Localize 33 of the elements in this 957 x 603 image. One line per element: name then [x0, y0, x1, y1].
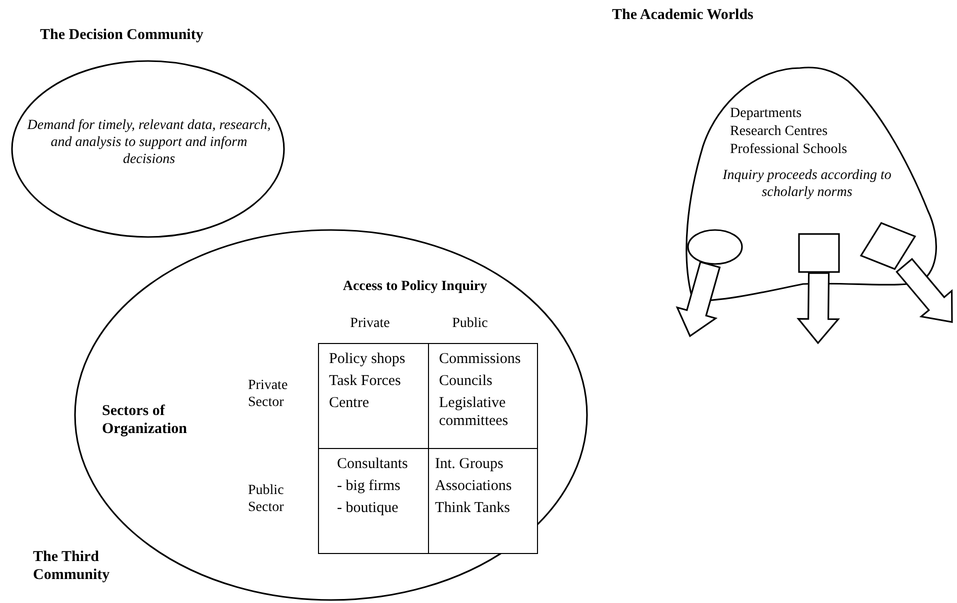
cell-text: Centre [329, 394, 370, 412]
block-arrow [676, 261, 721, 338]
axis-heading: Private Sector [248, 378, 289, 412]
table-cell [318, 448, 429, 554]
cell-text: Policy shops [329, 350, 406, 368]
heading: The Academic Worlds [612, 6, 754, 24]
cell-text: - big firms [337, 477, 402, 495]
heading: The Third Community [33, 548, 111, 584]
cell-text: Commissions [439, 350, 522, 368]
list-item: Professional Schools [730, 142, 848, 159]
axis-heading: Public [451, 316, 489, 333]
table-cell [428, 343, 538, 449]
block-arrow [796, 272, 840, 344]
list-item: Departments [730, 106, 803, 123]
list-item: Research Centres [730, 124, 829, 141]
table-cell [318, 343, 429, 449]
cell-text: Task Forces [329, 372, 402, 390]
block-arrow [896, 258, 953, 323]
cell-text: - boutique [337, 499, 400, 517]
cell-text: Consultants [337, 455, 409, 473]
cell-text: Legislative committees [439, 394, 510, 430]
heading: The Decision Community [40, 26, 204, 44]
table-cell [428, 448, 538, 554]
description-text: Inquiry proceeds according to scholarly norms [722, 168, 892, 202]
description-text: Demand for timely, relevant data, research, and analysis to support and inform decisions [26, 118, 272, 168]
section-heading: Access to Policy Inquiry [342, 279, 488, 296]
axis-heading: Private [349, 316, 391, 333]
cell-text: Councils [439, 372, 494, 390]
cell-text: Think Tanks [435, 499, 511, 517]
cell-text: Int. Groups [435, 455, 504, 473]
section-heading: Sectors of Organization [102, 402, 188, 438]
cell-text: Associations [435, 477, 513, 495]
axis-heading: Public Sector [248, 483, 285, 517]
